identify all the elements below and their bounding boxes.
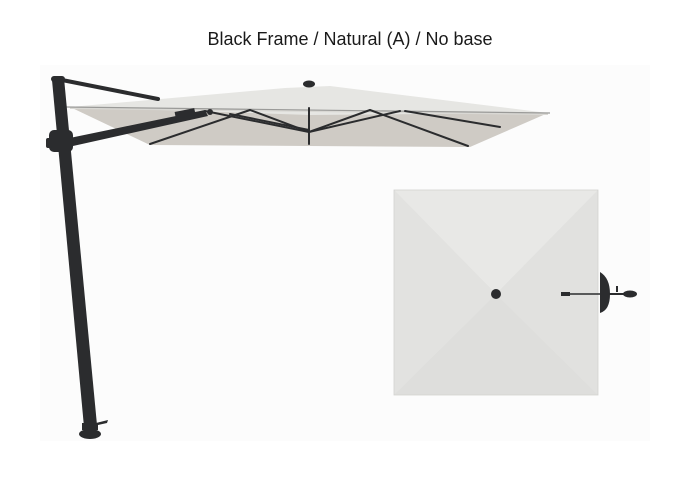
- configuration-title: Black Frame / Natural (A) / No base: [207, 29, 493, 49]
